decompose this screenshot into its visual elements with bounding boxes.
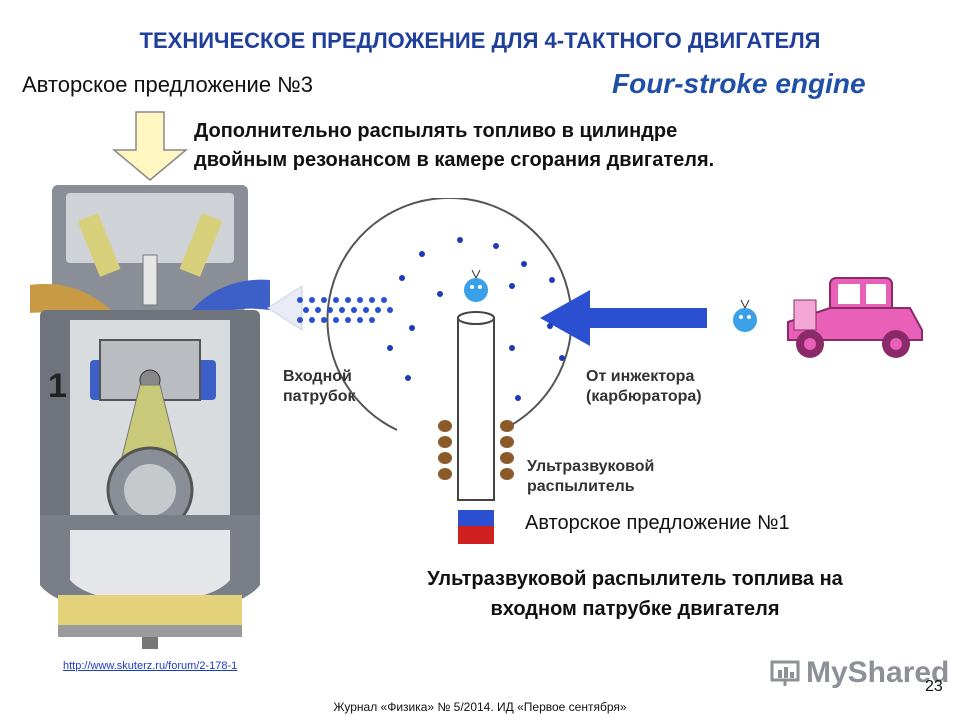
caption-top: Дополнительно распылять топливо в цилинд… <box>194 117 714 175</box>
caption-top-line1: Дополнительно распылять топливо в цилинд… <box>194 120 678 142</box>
page-number: 23 <box>925 678 943 695</box>
caption-bottom: Ультразвуковой распылитель топлива на вх… <box>370 564 900 624</box>
subtitle-english: Four-stroke engine <box>612 68 866 99</box>
label-atomizer-line1: Ультразвуковой <box>527 458 655 475</box>
author-proposal-1: Авторское предложение №1 <box>525 512 790 534</box>
label-atomizer-line2: распылитель <box>527 478 635 495</box>
down-arrow-icon <box>111 111 189 181</box>
source-link[interactable]: http://www.skuterz.ru/forum/2-178-1 <box>63 660 238 672</box>
stroke-number: 1 <box>48 367 67 405</box>
caption-bottom-line1: Ультразвуковой распылитель топлива на <box>427 568 843 590</box>
blue-mascot-icon <box>733 299 757 332</box>
label-injector-line1: От инжектора <box>586 368 695 385</box>
label-injector: От инжектора (карбюратора) <box>586 367 702 407</box>
label-atomizer: Ультразвуковой распылитель <box>527 457 654 497</box>
engine-cross-section <box>30 185 270 649</box>
myshared-logo-icon <box>770 660 800 686</box>
blue-mascot-icon <box>464 269 488 302</box>
slide-title: ТЕХНИЧЕСКОЕ ПРЕДЛОЖЕНИЕ ДЛЯ 4-ТАКТНОГО Д… <box>139 28 821 53</box>
label-inlet-line1: Входной <box>283 368 352 385</box>
footer-credit: Журнал «Физика» № 5/2014. ИД «Первое сен… <box>333 700 627 714</box>
caption-bottom-line2: входном патрубке двигателя <box>490 598 780 620</box>
caption-top-line2: двойным резонансом в камере сгорания дви… <box>194 149 715 171</box>
label-injector-line2: (карбюратора) <box>586 388 702 405</box>
atomizer-diagram <box>267 198 707 544</box>
author-proposal-3: Авторское предложение №3 <box>22 72 314 97</box>
myshared-watermark: MyShared <box>770 656 949 690</box>
label-inlet-line2: патрубок <box>283 388 356 405</box>
pink-car-illustration <box>787 277 923 358</box>
brand-text: MyShared <box>806 656 950 689</box>
label-inlet: Входной патрубок <box>283 367 356 407</box>
